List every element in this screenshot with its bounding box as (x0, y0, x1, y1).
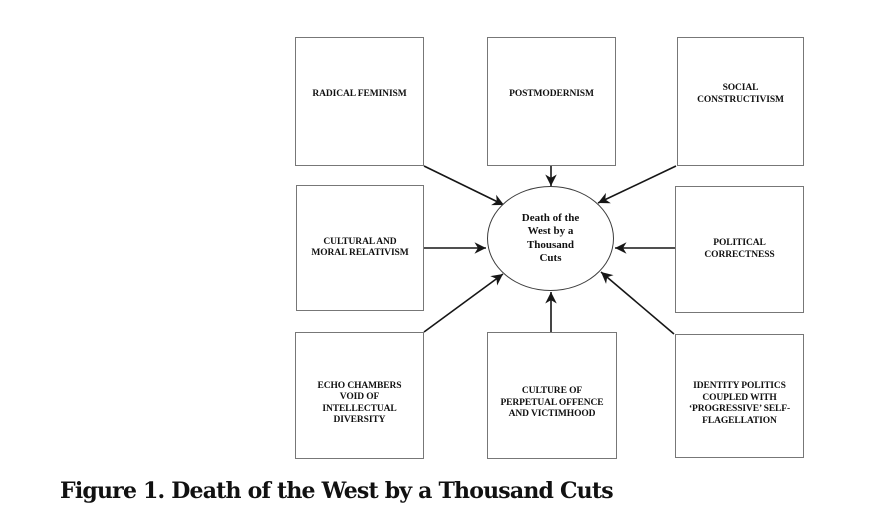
node-label: POSTMODERNISM (509, 88, 594, 99)
node-echo-chambers: ECHO CHAMBERS VOID OF INTELLECTUAL DIVER… (295, 332, 424, 459)
node-radical-feminism: RADICAL FEMINISM (295, 37, 424, 166)
node-label: IDENTITY POLITICS COUPLED WITH ‘PROGRESS… (688, 381, 791, 426)
node-label: POLITICAL CORRECTNESS (704, 238, 775, 260)
node-label: SOCIAL CONSTRUCTIVISM (697, 83, 784, 105)
node-label: RADICAL FEMINISM (312, 88, 407, 99)
node-label: ECHO CHAMBERS VOID OF INTELLECTUAL DIVER… (317, 380, 402, 426)
center-ellipse-death-of-the-west: Death of the West by a Thousand Cuts (487, 186, 614, 291)
arrow-echo-chambers (423, 273, 504, 333)
arrow-social-constructivism (597, 165, 677, 204)
node-culture-perpetual-offence: CULTURE OF PERPETUAL OFFENCE AND VICTIMH… (487, 332, 617, 459)
node-identity-politics: IDENTITY POLITICS COUPLED WITH ‘PROGRESS… (675, 334, 804, 458)
arrow-identity-politics (600, 271, 675, 335)
node-label: CULTURAL AND MORAL RELATIVISM (311, 236, 409, 259)
node-political-correctness: POLITICAL CORRECTNESS (675, 186, 804, 313)
arrow-radical-feminism (423, 165, 505, 206)
figure-caption: Figure 1. Death of the West by a Thousan… (60, 478, 614, 504)
center-ellipse-label: Death of the West by a Thousand Cuts (521, 211, 580, 265)
node-cultural-moral-relativism: CULTURAL AND MORAL RELATIVISM (296, 185, 424, 311)
node-postmodernism: POSTMODERNISM (487, 37, 616, 166)
node-social-constructivism: SOCIAL CONSTRUCTIVISM (677, 37, 804, 166)
node-label: CULTURE OF PERPETUAL OFFENCE AND VICTIMH… (500, 386, 604, 420)
